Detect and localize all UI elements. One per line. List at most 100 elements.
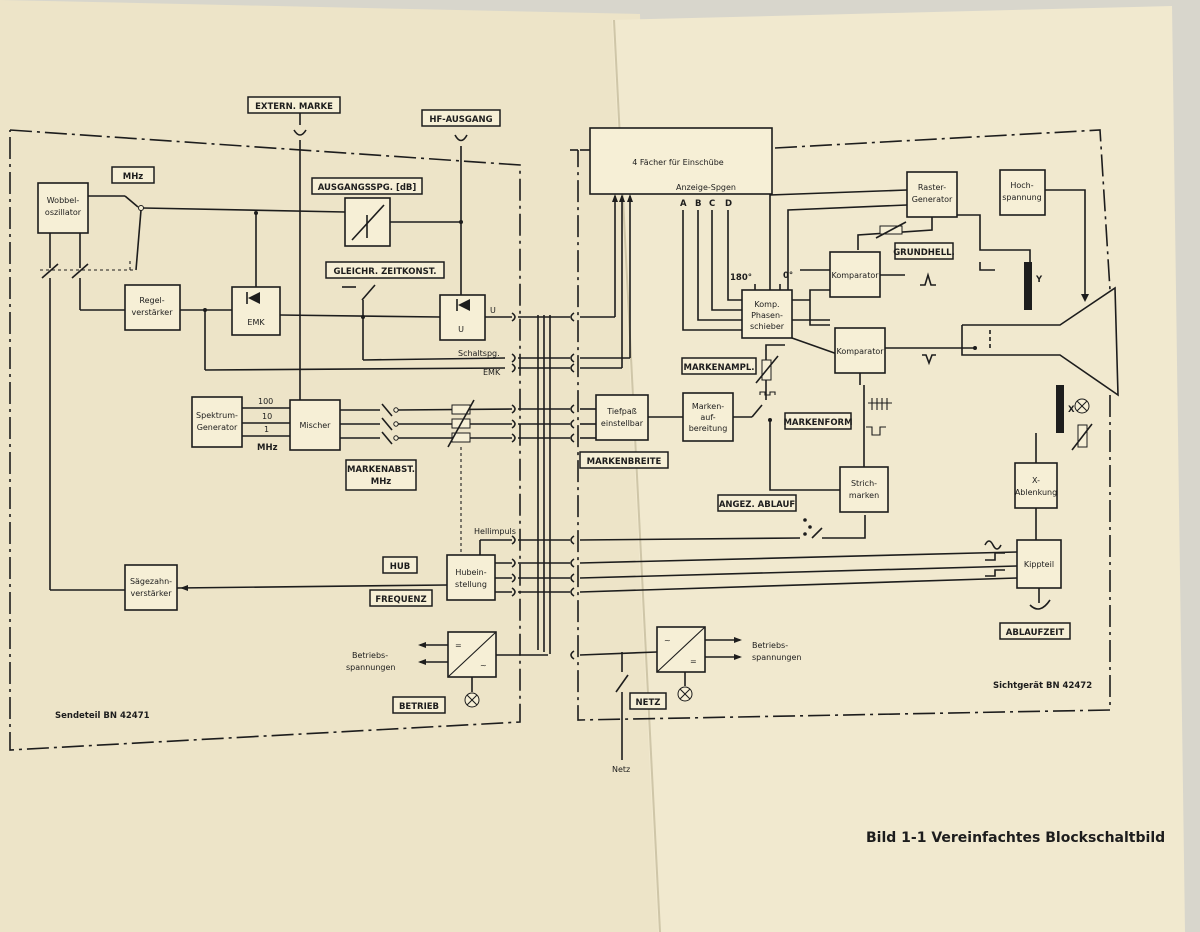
betriebs-left-2: spannungen [346,663,396,672]
right-sheet [612,6,1185,932]
tiefpass-block [595,394,649,441]
marken-label-1: Marken- [692,402,724,411]
frequenz-text: FREQUENZ [375,595,426,605]
phase-180: 180° [730,273,752,283]
kippteil-block [1016,539,1062,589]
tiefpass-label-2: einstellbar [601,419,644,428]
hub-label-2: stellung [455,580,487,589]
ua-detector-block [439,294,486,341]
wobbel-label-1: Wobbel- [47,196,80,205]
mhz-switch[interactable] [138,205,144,211]
strichmarken-block [839,466,889,513]
schaltspg-label: Schaltspg. [458,349,500,358]
regel-label-1: Regel- [139,296,164,305]
freq-mhz: MHz [257,443,278,453]
hf-ausgang-text: HF-AUSGANG [429,115,492,125]
faecher-block [589,127,773,195]
svg-text:~: ~ [480,661,487,670]
spektrum-label-2: Generator [197,423,238,432]
sendeteil-title: Sendeteil BN 42471 [55,711,150,721]
pulse-symbol-up [920,272,936,286]
betriebs-right-1: Betriebs- [752,641,788,650]
line-c: C [709,199,715,209]
raster-label-2: Generator [912,195,953,204]
angez-ablauf-label [717,494,797,512]
svg-text:=: = [690,657,697,666]
komparator-bottom-label: Komparator [836,347,884,356]
ablaufzeit-label [999,622,1071,640]
komp-label-3: schieber [750,322,785,331]
x-ablenkung-block [1014,462,1058,509]
sichtgeraet-frame-top [774,129,1111,291]
extern-marke-connector[interactable] [293,129,307,136]
markenampl-text: MARKENAMPL. [683,363,754,373]
ua-line-label: U [490,306,496,315]
betrieb-label [392,696,446,714]
hochspannung-block [999,169,1046,216]
hf-ausgang-connector[interactable] [454,134,468,142]
faecher-label: 4 Fächer für Einschübe [632,158,723,167]
pulse-symbol-down [922,354,936,366]
xabl-label-2: Ablenkung [1015,488,1057,497]
wobbeloszillator-block [37,182,89,234]
extern-marke-text: EXTERN. MARKE [255,102,333,112]
angez-ablauf-switch[interactable] [803,518,823,539]
xabl-label-1: X- [1032,476,1040,485]
spektrum-generator-block [191,396,243,448]
svg-text:=: = [455,641,462,650]
markenaufbereitung-block [682,392,734,442]
ua-block-label: U [458,325,464,334]
netz-label [629,692,667,710]
spektrum-label-1: Spektrum- [196,411,238,420]
hoch-label-1: Hoch- [1010,181,1033,190]
markenform-text: MARKENFORM [783,418,852,428]
ablaufzeit-knob[interactable] [1029,599,1051,610]
connector-column-left [511,312,516,597]
betriebs-right-2: spannungen [752,653,802,662]
netz-switch-text: NETZ [636,698,661,708]
ablaufzeit-text: ABLAUFZEIT [1006,628,1065,638]
hoch-label-2: spannung [1002,193,1042,202]
x-plates-label: X [1068,405,1075,415]
y-plates-label: Y [1035,275,1043,285]
angez-ablauf-text: ANGEZ. ABLAUF [719,500,796,510]
freq-1: 1 [264,425,269,434]
saege-label-1: Sägezahn- [130,577,172,586]
netz-input-label: Netz [612,765,630,774]
line-d: D [725,199,732,209]
kipp-label: Kippteil [1024,560,1054,569]
markenbreite-resistors[interactable] [447,399,475,448]
emk-line-label: EMK [483,368,501,377]
hf-ausgang-label [421,109,501,127]
markenabst-text-2: MHz [371,477,392,487]
gleichr-text: GLEICHR. ZEITKONST. [334,267,437,277]
saegezahnverstaerker-block [124,564,178,611]
sichtgeraet-title: Sichtgerät BN 42472 [993,681,1092,691]
hub-label-1: Hubein- [455,568,486,577]
komp-label-1: Komp. [754,300,779,309]
extern-marke-label [247,96,341,114]
mhz-switch-label [111,166,155,184]
emk-block-label: EMK [247,318,265,327]
betriebs-left-1: Betriebs- [352,651,388,660]
komparator-top-block [829,251,881,298]
markenampl-label [681,357,757,375]
line-a: A [680,199,687,209]
marken-label-2: auf- [700,413,715,422]
sendeteil-frame [9,129,521,751]
wobbel-label-2: oszillator [45,208,82,217]
betrieb-text: BETRIEB [399,702,439,712]
markenabst-switches[interactable] [381,403,399,445]
crt-tube: Y X [961,262,1119,433]
left-sheet [0,0,660,932]
mischer-label: Mischer [300,421,332,430]
frequenz-label [369,589,433,607]
figure-caption: Bild 1-1 Vereinfachtes Blockschaltbild [866,830,1165,846]
marken-label-3: bereitung [689,424,728,433]
regelverstaerker-block [124,284,181,331]
freq-10: 10 [262,412,272,421]
hellimpuls-label: Hellimpuls [474,527,516,536]
markenform-symbols [866,398,892,436]
